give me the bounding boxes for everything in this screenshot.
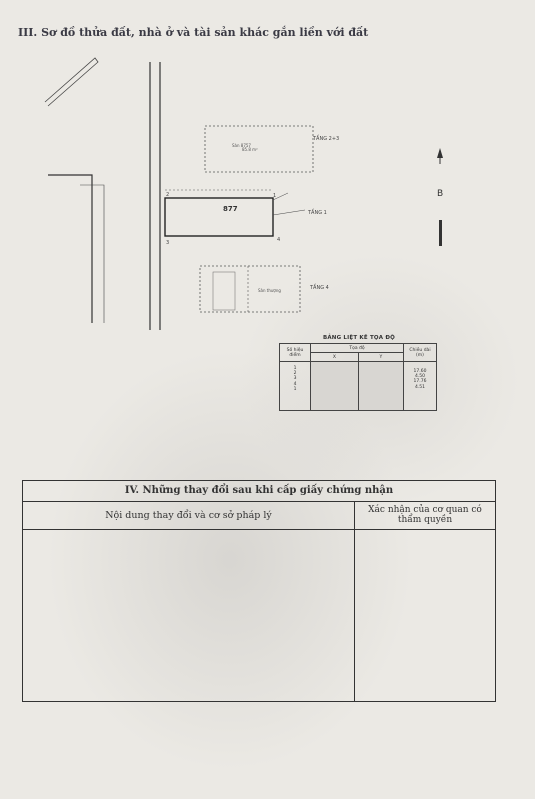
- floor-4-room: [212, 271, 236, 311]
- header-x: X: [310, 352, 359, 362]
- y-values-obscured: [357, 361, 405, 411]
- road-diagonal: [44, 57, 99, 107]
- point-cell: 1: [293, 366, 297, 371]
- changes-table-title: IV. Những thay đổi sau khi cấp giấy chứn…: [23, 481, 495, 502]
- point-cell: 2: [293, 371, 297, 377]
- lot-area-label: 85.8 m²: [242, 147, 258, 152]
- length-cell: 4.51: [414, 384, 426, 390]
- section-title: III. Sơ đồ thửa đất, nhà ở và tài sản kh…: [18, 26, 369, 39]
- changes-table-header: Nội dung thay đổi và cơ sở pháp lý Xác n…: [23, 502, 495, 530]
- lengths-column: 17.60 4.50 17.76 4.51: [403, 361, 437, 411]
- point-label-2: 2: [166, 192, 169, 198]
- coordinate-table: BẢNG LIỆT KÊ TỌA ĐỘ Số hiệu điểm Tọa độ …: [279, 335, 439, 411]
- north-arrow-icon: [437, 148, 443, 158]
- point-label-3: 3: [166, 240, 169, 246]
- points-column: 1 2 3 4 1: [279, 361, 311, 411]
- point-cell: 1: [293, 386, 297, 392]
- length-cell: 17.60: [413, 369, 427, 374]
- length-cell: 17.76: [413, 379, 427, 385]
- house-label: Sân thượng: [258, 288, 281, 293]
- floor-2-3-outline: [204, 125, 314, 173]
- lot-number: 877: [223, 205, 238, 213]
- point-cell: 4: [293, 381, 297, 387]
- length-cell: 4.50: [414, 374, 426, 380]
- header-coord: Tọa độ: [310, 343, 404, 353]
- land-plot-diagram: 877 TẦNG 2+3 TẦNG 1 TẦNG 4 85.8 m² Sàn 8…: [44, 57, 443, 330]
- coordinate-grid: Số hiệu điểm Tọa độ Chiều dài (m) X Y 1 …: [279, 343, 437, 411]
- leader-line: [272, 209, 306, 216]
- north-label: B: [437, 189, 444, 199]
- coordinate-table-title: BẢNG LIỆT KÊ TỌA ĐỘ: [322, 335, 396, 341]
- lot-boundary: [164, 197, 274, 237]
- scale-bar: [439, 220, 442, 246]
- content-cell: [23, 530, 355, 701]
- point-label-1: 1: [273, 193, 276, 199]
- point-cell: 3: [293, 376, 297, 382]
- header-point: Số hiệu điểm: [279, 343, 311, 362]
- floor-label-1: TẦNG 1: [307, 208, 327, 216]
- floor-label-4: TẦNG 4: [309, 283, 329, 291]
- header-content: Nội dung thay đổi và cơ sở pháp lý: [23, 502, 355, 529]
- x-values-obscured: [310, 361, 359, 411]
- road-left-edge: [48, 174, 93, 323]
- changes-table-body: [23, 530, 495, 701]
- changes-table: IV. Những thay đổi sau khi cấp giấy chứn…: [22, 480, 496, 702]
- header-length: Chiều dài (m): [403, 343, 437, 362]
- road-left-inner: [80, 184, 105, 323]
- confirm-cell: [355, 530, 495, 701]
- floor-4-outline: [199, 265, 301, 313]
- area-block-label: Sàn 8757: [232, 143, 251, 148]
- leader-line: [272, 192, 289, 201]
- point-label-4: 4: [277, 237, 280, 243]
- header-confirm: Xác nhận của cơ quan có thẩm quyền: [368, 505, 482, 525]
- header-y: Y: [357, 352, 405, 362]
- floor-label-2-3: TẦNG 2+3: [312, 134, 339, 142]
